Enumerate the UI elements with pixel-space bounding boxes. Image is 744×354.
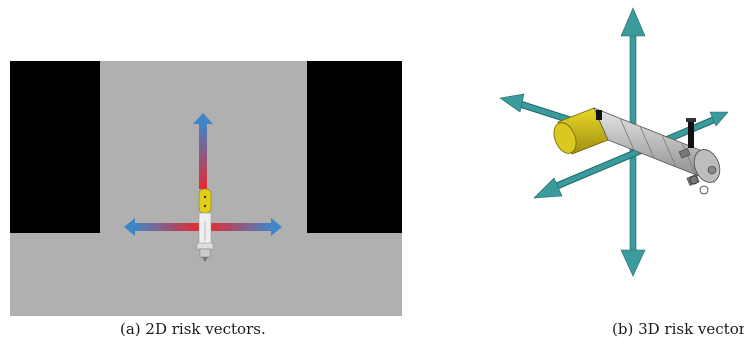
panel-2d-risk-vectors	[10, 61, 402, 316]
obstacle-left	[10, 61, 100, 233]
panel-3d-risk-vectors	[490, 0, 744, 300]
scene-3d	[499, 7, 729, 277]
isometric-auv-icon	[553, 107, 721, 195]
obstacle-right	[307, 61, 402, 233]
risk-vector-right	[207, 218, 282, 236]
caption-3d: (b) 3D risk vectors.	[612, 320, 744, 338]
caption-2d: (a) 2D risk vectors.	[120, 320, 266, 338]
map-2d	[10, 61, 402, 316]
risk-vector-left	[124, 218, 199, 236]
risk-vector-up	[193, 113, 213, 189]
top-down-auv-icon	[196, 188, 214, 262]
risk-vector-longitudinal	[499, 93, 572, 124]
